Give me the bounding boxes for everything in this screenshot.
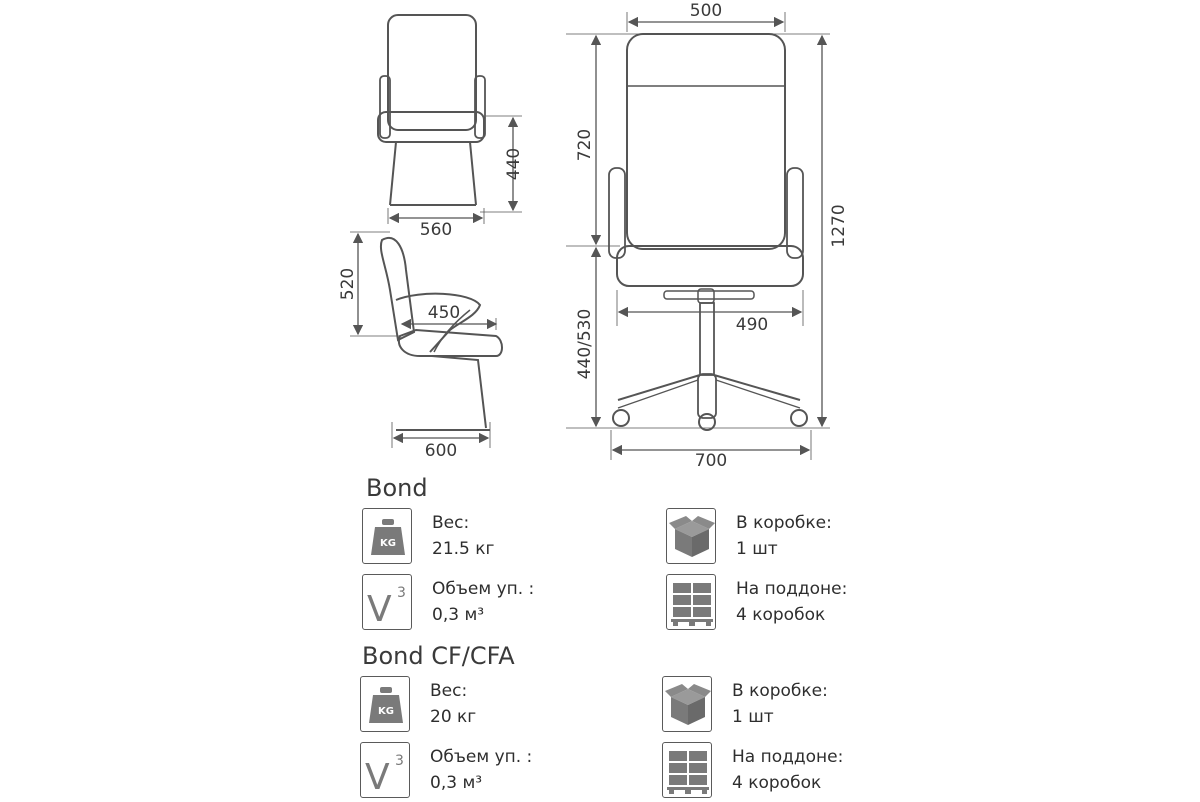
box-spec: В коробке: 1 шт (662, 676, 982, 736)
volume-v3-icon: V 3 (362, 574, 412, 630)
svg-text:3: 3 (397, 585, 406, 601)
box-icon (662, 676, 712, 732)
side-view (380, 237, 503, 431)
svg-text:3: 3 (395, 753, 404, 769)
pallet-spec: На поддоне: 4 коробок (666, 574, 986, 634)
svg-text:V: V (367, 589, 392, 630)
volume-v3-icon: V 3 (360, 742, 410, 798)
front-view-small (377, 14, 486, 206)
front-view-big (608, 33, 808, 431)
dim-side-depth: 600 (425, 441, 457, 461)
pallet-spec: На поддоне: 4 коробок (662, 742, 982, 802)
dim-big-back-height: 720 (575, 129, 595, 161)
product-title: Bond CF/CFA (362, 642, 515, 670)
volume-label: Объем уп. : (430, 747, 533, 767)
dim-front-small-height: 440 (504, 148, 524, 180)
dim-big-seat-width: 490 (736, 315, 768, 335)
weight-kg-icon: KG (360, 676, 410, 732)
dim-side-back-height: 520 (338, 268, 358, 300)
technical-drawing: 440 560 520 450 600 500 720 1270 440/530… (338, 1, 849, 470)
volume-label: Объем уп. : (432, 579, 535, 599)
weight-value: 21.5 кг (432, 539, 495, 559)
pallet-value: 4 коробок (732, 773, 822, 793)
volume-spec: V 3 Объем уп. : 0,3 м³ (362, 574, 682, 634)
weight-value: 20 кг (430, 707, 477, 727)
pallet-label: На поддоне: (732, 747, 844, 767)
box-value: 1 шт (736, 539, 778, 559)
box-value: 1 шт (732, 707, 774, 727)
weight-kg-icon: KG (362, 508, 412, 564)
volume-value: 0,3 м³ (432, 605, 485, 625)
product-title: Bond (366, 474, 428, 502)
dim-big-top-width: 500 (690, 1, 722, 21)
svg-text:V: V (365, 757, 390, 798)
weight-label: Вес: (430, 681, 468, 701)
pallet-icon (666, 574, 716, 630)
weight-spec: KG Вес: 21.5 кг (362, 508, 682, 568)
svg-text:KG: KG (380, 538, 396, 549)
pallet-icon (662, 742, 712, 798)
box-icon (666, 508, 716, 564)
box-label: В коробке: (736, 513, 832, 533)
weight-spec: KG Вес: 20 кг (360, 676, 680, 736)
box-label: В коробке: (732, 681, 828, 701)
weight-label: Вес: (432, 513, 470, 533)
pallet-label: На поддоне: (736, 579, 848, 599)
dim-side-armrest-depth: 450 (428, 303, 460, 323)
svg-text:KG: KG (378, 706, 394, 717)
dim-big-seat-height: 440/530 (575, 309, 595, 380)
dim-big-base-width: 700 (695, 451, 727, 470)
dim-front-small-width: 560 (420, 220, 452, 240)
volume-spec: V 3 Объем уп. : 0,3 м³ (360, 742, 680, 802)
dim-big-total-height: 1270 (829, 204, 849, 247)
volume-value: 0,3 м³ (430, 773, 483, 793)
box-spec: В коробке: 1 шт (666, 508, 986, 568)
pallet-value: 4 коробок (736, 605, 826, 625)
